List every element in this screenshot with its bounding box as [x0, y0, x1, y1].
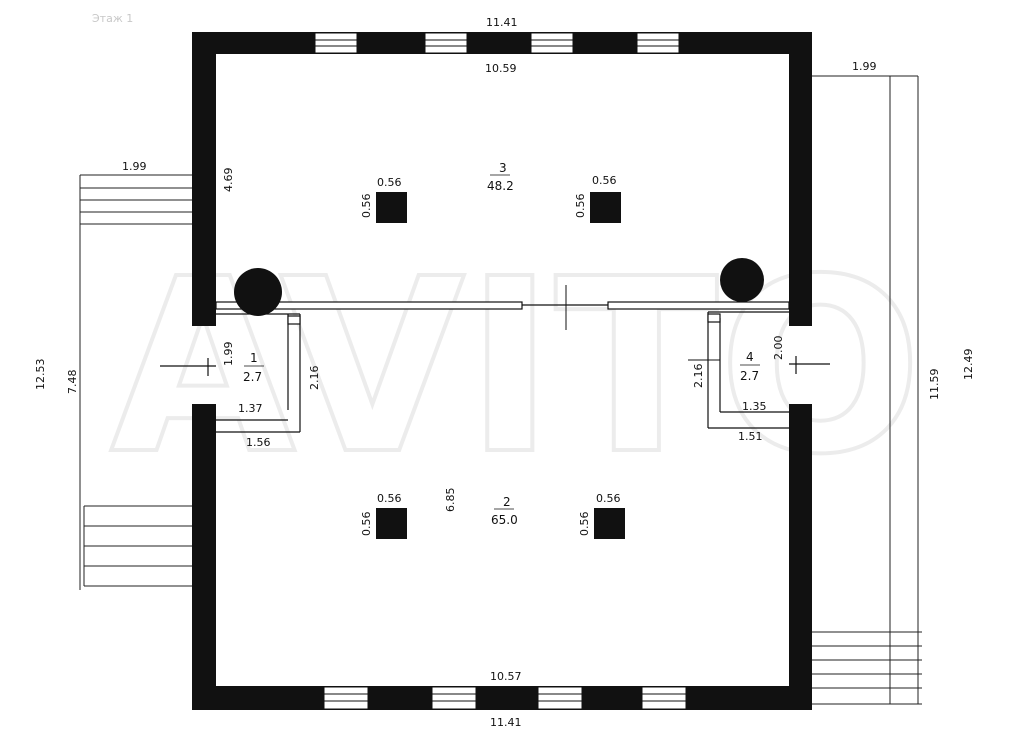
room-4-height: 2.00 — [772, 336, 785, 361]
column-2-height: 0.56 — [574, 194, 587, 219]
column-square-2 — [590, 192, 621, 223]
column-1-height: 0.56 — [360, 194, 373, 219]
bottom-outer-dimension: 11.41 — [490, 716, 522, 729]
round-column-left — [234, 268, 282, 316]
left-staircase-lower — [83, 505, 192, 587]
room-1-outer-width: 1.56 — [246, 436, 271, 449]
top-inner-dimension: 10.59 — [485, 62, 517, 75]
room-4-area: 2.7 — [740, 369, 759, 383]
column-3-width: 0.56 — [377, 492, 402, 505]
room-1-inner-width: 1.37 — [238, 402, 263, 415]
top-outer-dimension: 11.41 — [486, 16, 518, 29]
closet-left — [160, 313, 301, 433]
right-staircase — [810, 75, 922, 705]
square-columns — [376, 192, 625, 539]
room-4-outer-width: 1.51 — [738, 430, 763, 443]
right-overall-dimension: 12.49 — [962, 349, 975, 381]
room-2-number: 2 — [503, 495, 511, 509]
bottom-windows — [323, 686, 687, 710]
column-square-1 — [376, 192, 407, 223]
room-3-wall-height: 4.69 — [222, 168, 235, 193]
column-3-height: 0.56 — [360, 512, 373, 537]
closet-right — [707, 311, 830, 429]
room-3-area: 48.2 — [487, 179, 514, 193]
column-1-width: 0.56 — [377, 176, 402, 189]
round-column-right — [720, 258, 764, 302]
room-4-inner-width: 1.35 — [742, 400, 767, 413]
header-faint-text: Этаж 1 — [92, 12, 133, 25]
right-stair-width-label: 1.99 — [852, 60, 877, 73]
column-2-width: 0.56 — [592, 174, 617, 187]
room-1-number: 1 — [250, 351, 258, 365]
top-windows — [314, 32, 680, 54]
left-overall-dimension: 12.53 — [34, 359, 47, 391]
right-inner-dimension: 11.59 — [928, 369, 941, 401]
room-1-depth: 2.16 — [308, 366, 321, 391]
room-1-area: 2.7 — [243, 370, 262, 384]
room-3-number: 3 — [499, 161, 507, 175]
column-4-height: 0.56 — [578, 512, 591, 537]
bottom-inner-dimension: 10.57 — [490, 670, 522, 683]
left-lower-dimension: 7.48 — [66, 370, 79, 395]
room-1-height: 1.99 — [222, 342, 235, 367]
room-2-area: 65.0 — [491, 513, 518, 527]
room-4-depth: 2.16 — [692, 364, 705, 389]
room-4-number: 4 — [746, 350, 754, 364]
column-square-4 — [594, 508, 625, 539]
left-stair-width-label: 1.99 — [122, 160, 147, 173]
column-4-width: 0.56 — [596, 492, 621, 505]
watermark: AVITO — [110, 227, 922, 507]
column-square-3 — [376, 508, 407, 539]
room-2-wall-height: 6.85 — [444, 488, 457, 513]
partition-wall — [215, 301, 790, 310]
